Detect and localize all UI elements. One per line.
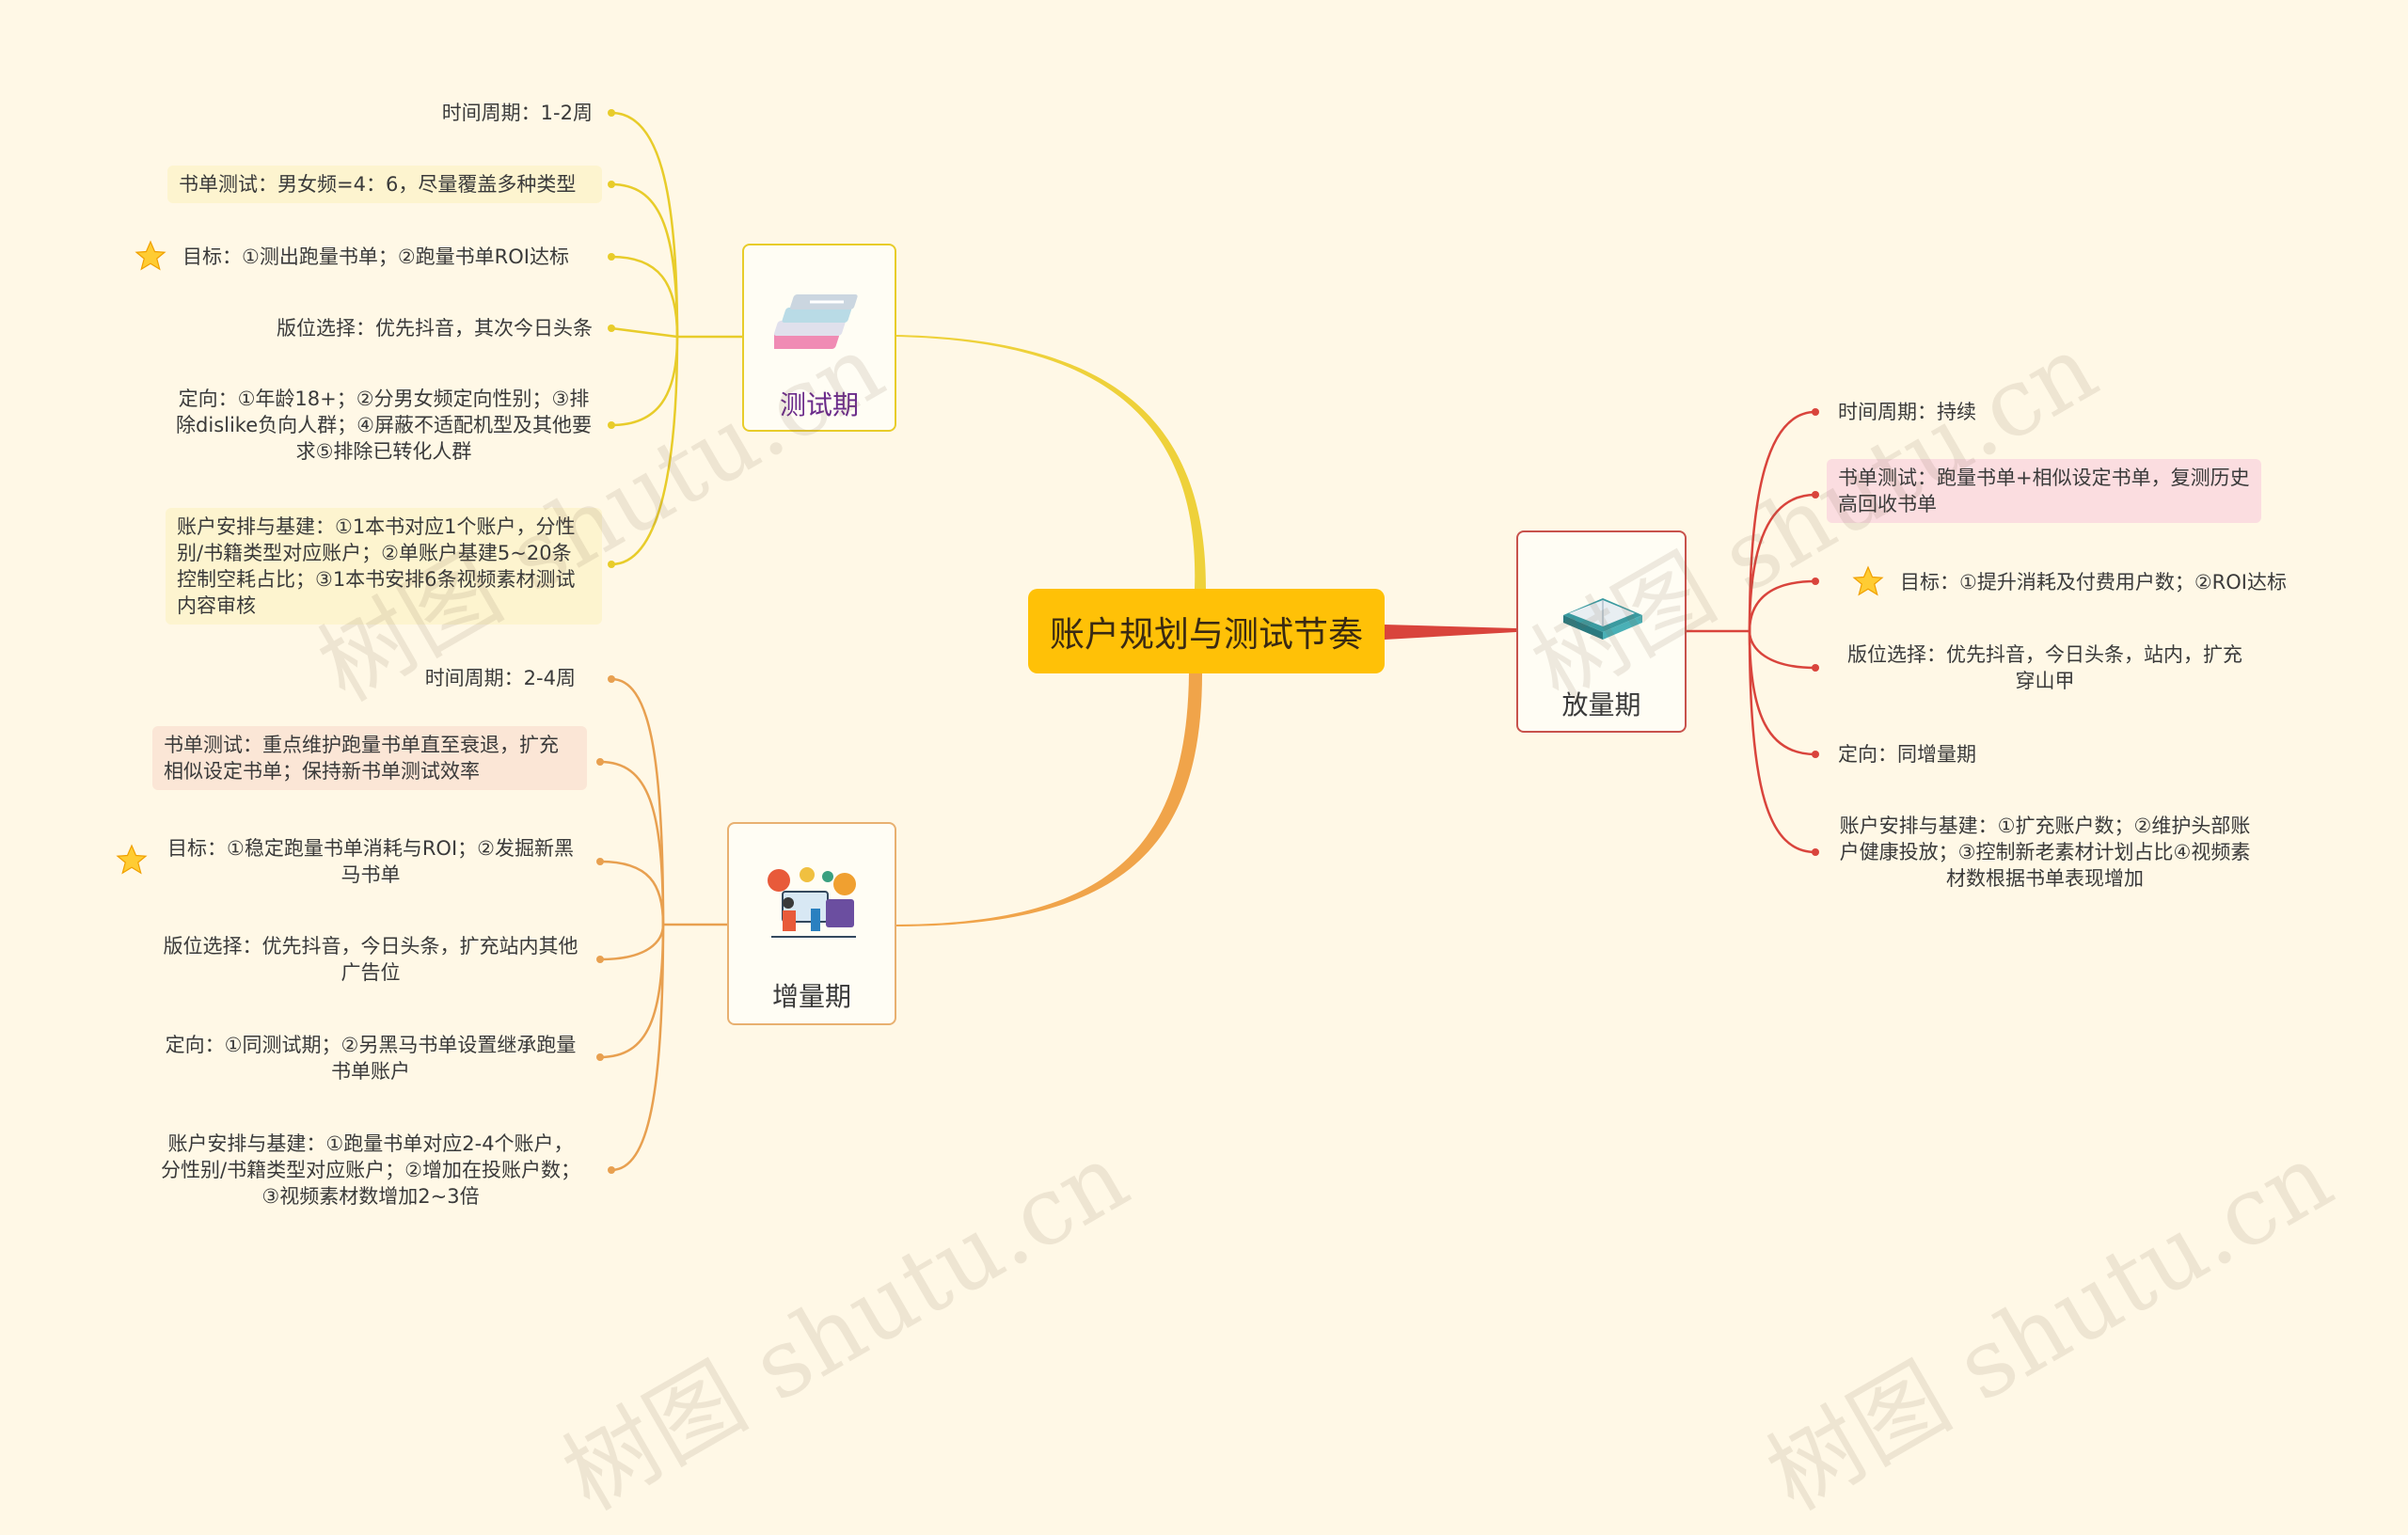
star-icon: [1852, 565, 1884, 596]
root-topic[interactable]: 账户规划与测试节奏: [1028, 589, 1385, 673]
test-item-placement: 版位选择：优先抖音，其次今日头条: [277, 317, 593, 340]
test-item-targeting: 定向：①年龄18+；②分男女频定向性别；③排除dislike负向人群；④屏蔽不适…: [176, 388, 592, 463]
test-spokes: [610, 111, 742, 566]
scale-item-booklist: 书单测试：跑量书单+相似设定书单，复测历史高回收书单: [1827, 459, 2261, 523]
mind-map-canvas: 账户规划与测试节奏 测试期 时间周期：1-2周 书单测试：男女频=4：6，尽量覆…: [116, 102, 2350, 1531]
branch-growth[interactable]: 增量期: [727, 822, 896, 1025]
scale-item-accounts: 账户安排与基建：①扩充账户数；②维护头部账户健康投放；③控制新老素材计划占比④视…: [1839, 815, 2251, 890]
scale-item-goal: 目标：①提升消耗及付费用户数；②ROI达标: [1900, 571, 2287, 593]
team-illustration-icon: [768, 867, 856, 938]
growth-item-targeting: 定向：①同测试期；②另黑马书单设置继承跑量书单账户: [165, 1034, 577, 1083]
link-root-scale: [1385, 625, 1516, 640]
scale-item-period: 时间周期：持续: [1838, 401, 1976, 423]
book-icon: [1563, 598, 1642, 640]
star-icon: [116, 844, 148, 875]
test-item-goal: 目标：①测出跑量书单；②跑量书单ROI达标: [182, 245, 569, 268]
branch-test-label: 测试期: [779, 389, 859, 420]
growth-item-placement: 版位选择：优先抖音，今日头条，扩充站内其他广告位: [163, 935, 578, 984]
star-icon: [135, 240, 166, 271]
growth-item-goal: 目标：①稳定跑量书单消耗与ROI；②发掘新黑马书单: [167, 837, 574, 886]
test-item-accounts: 账户安排与基建：①1本书对应1个账户，分性别/书籍类型对应账户；②单账户基建5~…: [166, 508, 602, 625]
connector-lines: [596, 109, 1819, 1174]
link-root-growth: [894, 673, 1202, 926]
branch-test[interactable]: 测试期: [742, 244, 896, 432]
scale-dots: [1812, 408, 1819, 856]
growth-dots: [596, 675, 615, 1174]
growth-item-booklist: 书单测试：重点维护跑量书单直至衰退，扩充相似设定书单；保持新书单测试效率: [152, 726, 587, 790]
growth-item-accounts: 账户安排与基建：①跑量书单对应2-4个账户，分性别/书籍类型对应账户；②增加在投…: [161, 1132, 580, 1208]
scale-spokes: [1687, 410, 1816, 854]
test-dots: [608, 109, 615, 568]
test-item-booklist: 书单测试：男女频=4：6，尽量覆盖多种类型: [167, 166, 602, 203]
link-root-test: [894, 335, 1206, 589]
scale-item-targeting: 定向：同增量期: [1838, 743, 1976, 766]
branch-scale-label: 放量期: [1561, 689, 1641, 720]
test-item-period: 时间周期：1-2周: [441, 102, 593, 124]
branch-growth-label: 增量期: [771, 981, 851, 1012]
branch-scale[interactable]: 放量期: [1516, 530, 1687, 733]
growth-item-period: 时间周期：2-4周: [424, 667, 576, 689]
growth-spokes: [599, 677, 727, 1172]
books-icon: [774, 294, 858, 349]
root-title: 账户规划与测试节奏: [1050, 614, 1363, 655]
scale-item-placement: 版位选择：优先抖音，今日头条，站内，扩充穿山甲: [1847, 643, 2242, 692]
